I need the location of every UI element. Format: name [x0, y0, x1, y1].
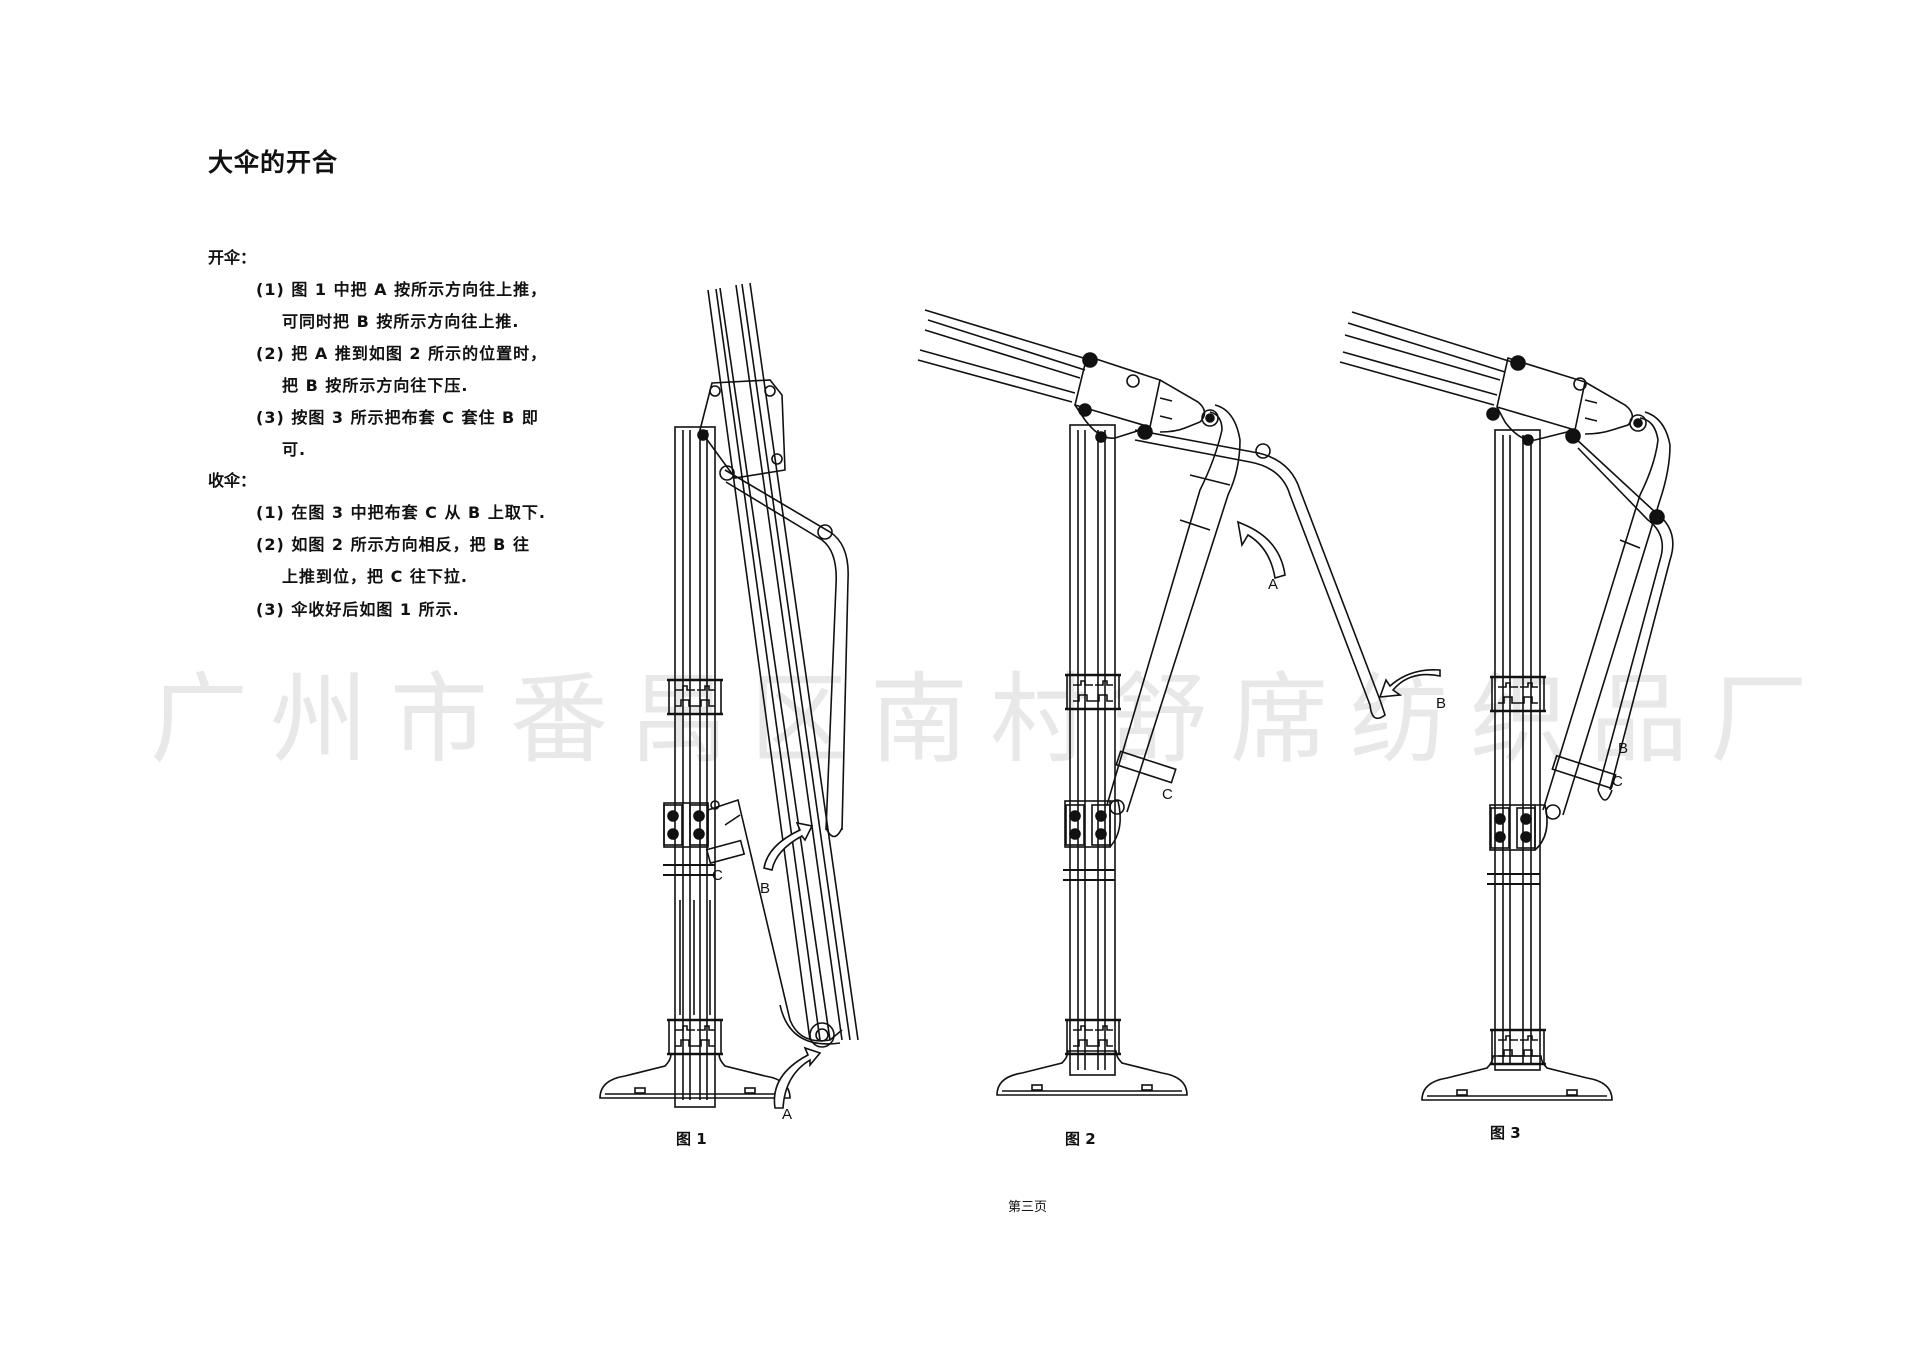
- close-step-1-line-1: (1) 在图 3 中把布套 C 从 B 上取下.: [256, 503, 546, 522]
- figure-2-label-c: C: [1162, 786, 1173, 803]
- figure-2-label-b: B: [1436, 695, 1447, 712]
- close-step-3-line-1: (3) 伞收好后如图 1 所示.: [256, 600, 460, 619]
- figure-1-drawing: [599, 282, 859, 1109]
- open-step-1-line-2: 可同时把 B 按所示方向往上推.: [282, 312, 520, 331]
- close-step-2-line-2: 上推到位，把 C 往下拉.: [282, 567, 468, 586]
- figure-1-arrow-a: [773, 1046, 822, 1109]
- figure-3-label-c: C: [1612, 773, 1623, 790]
- page-number: 第三页: [1008, 1200, 1048, 1215]
- figure-3-sleeve-c: [1551, 754, 1617, 790]
- open-step-2-line-2: 把 B 按所示方向往下压.: [282, 376, 469, 395]
- figure-1-label-c: C: [712, 867, 723, 884]
- figure-2-pole: [1069, 424, 1116, 1076]
- figure-2-label-a: A: [1268, 576, 1279, 593]
- figure-1-caption: 图 1: [676, 1130, 707, 1148]
- open-step-2-line-1: (2) 把 A 推到如图 2 所示的位置时，: [256, 344, 548, 363]
- figure-1-pole: [674, 426, 716, 1108]
- close-step-2-line-1: (2) 如图 2 所示方向相反，把 B 往: [256, 535, 530, 554]
- figure-2-sleeve-c: [1115, 750, 1177, 784]
- figure-2-arrow-a: [1236, 520, 1286, 580]
- figure-3-pole: [1494, 429, 1541, 1071]
- open-step-1-line-1: (1) 图 1 中把 A 按所示方向往上推，: [256, 280, 548, 299]
- figure-3-caption: 图 3: [1490, 1124, 1521, 1142]
- close-umbrella-heading: 收伞：: [208, 471, 257, 490]
- figure-1-label-b: B: [760, 880, 771, 897]
- figure-1-label-a: A: [782, 1106, 793, 1123]
- figure-2-drawing: [917, 309, 1441, 1096]
- open-step-3-line-2: 可.: [282, 440, 307, 459]
- figure-1-arrow-b: [763, 821, 814, 871]
- page-title: 大伞的开合: [208, 148, 339, 177]
- figure-2-caption: 图 2: [1065, 1130, 1096, 1148]
- open-step-3-line-1: (3) 按图 3 所示把布套 C 套住 B 即: [256, 408, 539, 427]
- figure-2-arrow-b: [1378, 669, 1441, 698]
- figure-3-drawing: [1339, 311, 1674, 1101]
- open-umbrella-heading: 开伞：: [208, 248, 257, 267]
- figure-3-label-b: B: [1618, 740, 1629, 757]
